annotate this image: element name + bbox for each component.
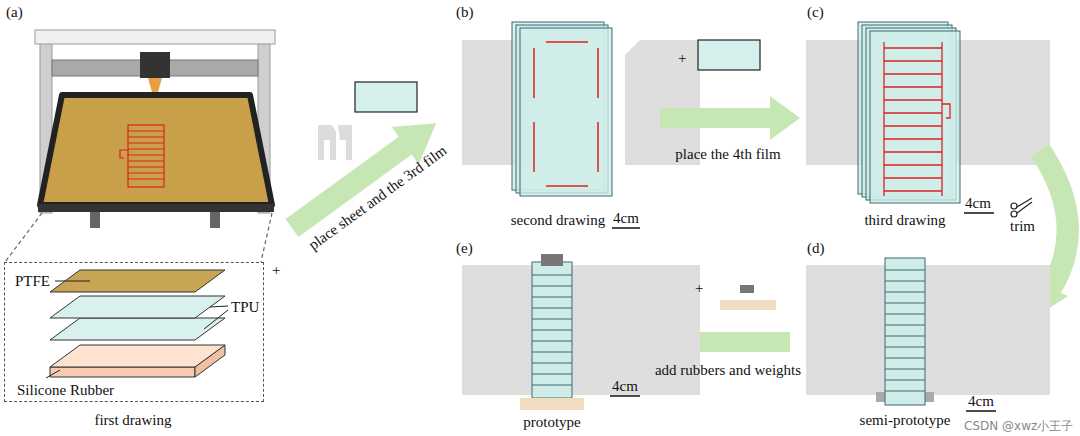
layer-label: TPU [231, 299, 259, 316]
label-text: add rubbers and weights [655, 362, 801, 379]
label-text: second drawing [511, 212, 606, 229]
layer-label: Silicone Rubber [17, 382, 114, 399]
label-text: + [695, 280, 703, 297]
label-text: prototype [523, 414, 581, 431]
mold-panel-d [806, 258, 1050, 411]
inset-box: PTFE TPU Silicone Rubber [4, 262, 264, 402]
leader-lines [46, 281, 228, 378]
mold-panel-c [806, 22, 1050, 217]
label-text: 4cm [965, 195, 991, 212]
label-text: 4cm [968, 393, 994, 410]
watermark: CSDN @xwz小王子 [964, 420, 1073, 434]
printer-illustration [35, 30, 275, 228]
layer-stack [50, 270, 225, 377]
label-text: (c) [807, 4, 824, 21]
label-text: (d) [807, 240, 825, 257]
process-arrow [660, 40, 800, 140]
scissors-icon [1011, 198, 1032, 217]
label-text: semi-prototype [860, 412, 951, 429]
label-text: + [272, 262, 280, 279]
zoom-lines [5, 213, 272, 262]
label-text: (e) [456, 240, 473, 257]
mold-panel-e [462, 254, 700, 410]
layer-label: PTFE [15, 273, 50, 290]
label-text: third drawing [864, 212, 945, 229]
label-text: + [678, 50, 686, 67]
label-text: trim [1010, 218, 1035, 235]
label-text: 4cm [613, 210, 639, 227]
label-text: place the 4th film [675, 146, 780, 163]
label-text: 4cm [612, 378, 638, 395]
label-text: first drawing [94, 412, 171, 429]
label-text: (a) [6, 4, 23, 21]
label-text: (b) [456, 4, 474, 21]
